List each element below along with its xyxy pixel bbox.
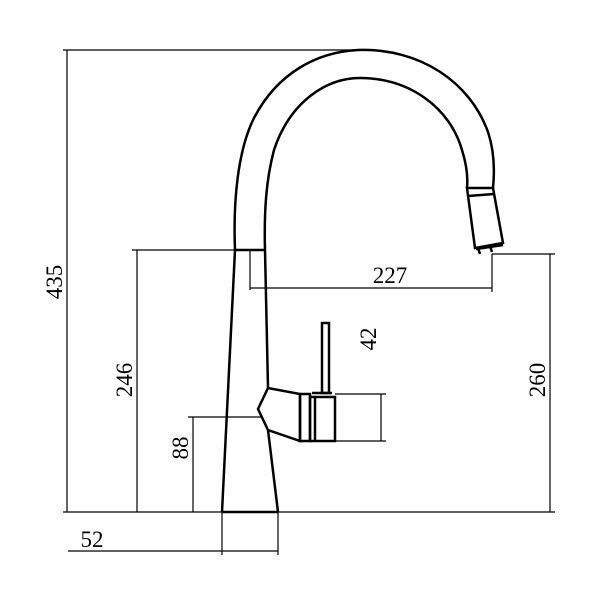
spray-head — [465, 186, 505, 250]
faucet-outline — [220, 48, 505, 514]
label-base-to-lever: 88 — [168, 437, 193, 460]
lever-cartridge — [298, 392, 312, 443]
label-spout-outlet-height: 260 — [525, 363, 550, 398]
spout-inner — [263, 76, 469, 251]
label-base-width: 52 — [81, 527, 104, 552]
faucet-body — [220, 249, 280, 513]
spray-head-band — [467, 192, 495, 198]
label-base-to-outlet: 246 — [112, 363, 137, 398]
lever-hub — [256, 386, 302, 443]
lever-body — [308, 395, 337, 443]
label-lever-height: 42 — [356, 328, 381, 351]
label-overall-height: 435 — [42, 265, 67, 300]
spray-outlet-face — [475, 243, 504, 251]
lever-stem — [320, 321, 331, 395]
dimension-lines — [63, 49, 555, 555]
dimension-labels: 435 246 88 227 42 260 52 — [42, 263, 550, 552]
label-reach: 227 — [373, 263, 408, 288]
